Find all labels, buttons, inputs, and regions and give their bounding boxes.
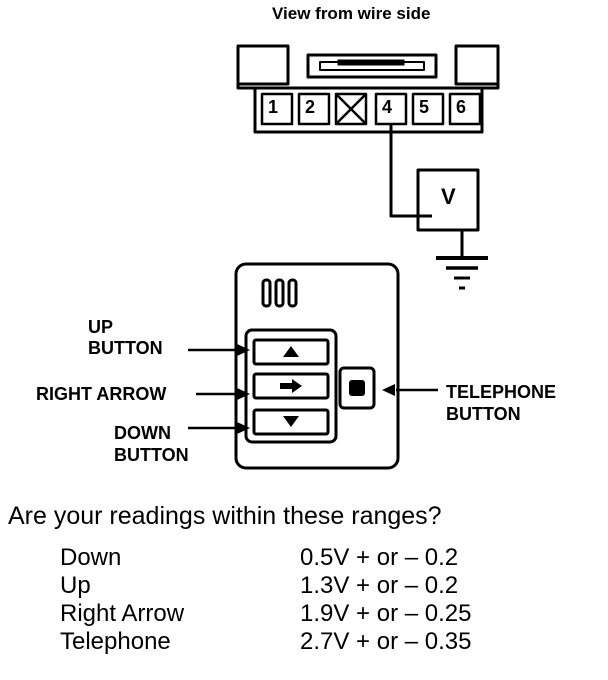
range-row-right-arrow: Right Arrow 1.9V + or – 0.25	[60, 600, 580, 628]
down-leader-arrow-icon	[237, 422, 250, 434]
down-button-shape	[252, 408, 330, 436]
range-row-down: Down 0.5V + or – 0.2	[60, 544, 580, 572]
telephone-leader-arrow-icon	[382, 384, 395, 396]
up-button-label-line2: BUTTON	[88, 338, 163, 358]
range-row-telephone: Telephone 2.7V + or – 0.35	[60, 628, 580, 656]
telephone-button-label-line1: TELEPHONE	[446, 382, 557, 402]
empty-pin-cell	[334, 92, 368, 126]
up-arrow-icon	[283, 346, 299, 357]
voltmeter-box	[416, 168, 480, 232]
range-value: 1.3V + or – 0.2	[300, 572, 459, 599]
button-panel	[244, 328, 338, 444]
pin-5-label: 5	[419, 97, 430, 117]
telephone-button-shape	[338, 366, 376, 410]
range-name: Down	[60, 544, 122, 571]
up-leader-arrow-icon	[237, 344, 250, 356]
ground-symbol-icon	[436, 256, 488, 290]
pin-2-label: 2	[305, 97, 316, 117]
down-button-label-line1: DOWN	[114, 423, 171, 443]
down-arrow-icon	[283, 416, 299, 427]
right-arrow-button-shape	[252, 372, 330, 400]
right-leader-arrow-icon	[237, 388, 250, 400]
pin-6-label: 6	[456, 97, 467, 117]
pin-1-label: 1	[268, 97, 279, 117]
range-name: Telephone	[60, 628, 171, 655]
down-button-label-line2: BUTTON	[114, 445, 189, 465]
telephone-button-label-line2: BUTTON	[446, 404, 521, 424]
voltmeter-symbol: V	[441, 184, 456, 209]
control-unit-body	[234, 262, 400, 470]
range-value: 2.7V + or – 0.35	[300, 628, 472, 655]
range-value: 0.5V + or – 0.2	[300, 544, 459, 571]
pin-4-label: 4	[382, 97, 393, 117]
range-name: Right Arrow	[60, 600, 185, 627]
up-button-label-line1: UP	[88, 317, 114, 337]
indicator-slots-icon	[261, 278, 298, 308]
telephone-icon	[349, 380, 365, 396]
range-name: Up	[60, 572, 91, 599]
ranges-question: Are your readings within these ranges?	[8, 502, 442, 530]
right-arrow-label: RIGHT ARROW	[36, 384, 167, 404]
right-arrow-icon	[292, 379, 302, 393]
connector-view-title: View from wire side	[272, 4, 431, 23]
up-button-shape	[252, 338, 330, 366]
right-arrow-icon-shaft	[280, 383, 294, 389]
connector-pins	[260, 92, 482, 126]
range-row-up: Up 1.3V + or – 0.2	[60, 572, 580, 600]
range-value: 1.9V + or – 0.25	[300, 600, 472, 627]
connector-housing	[236, 44, 500, 134]
